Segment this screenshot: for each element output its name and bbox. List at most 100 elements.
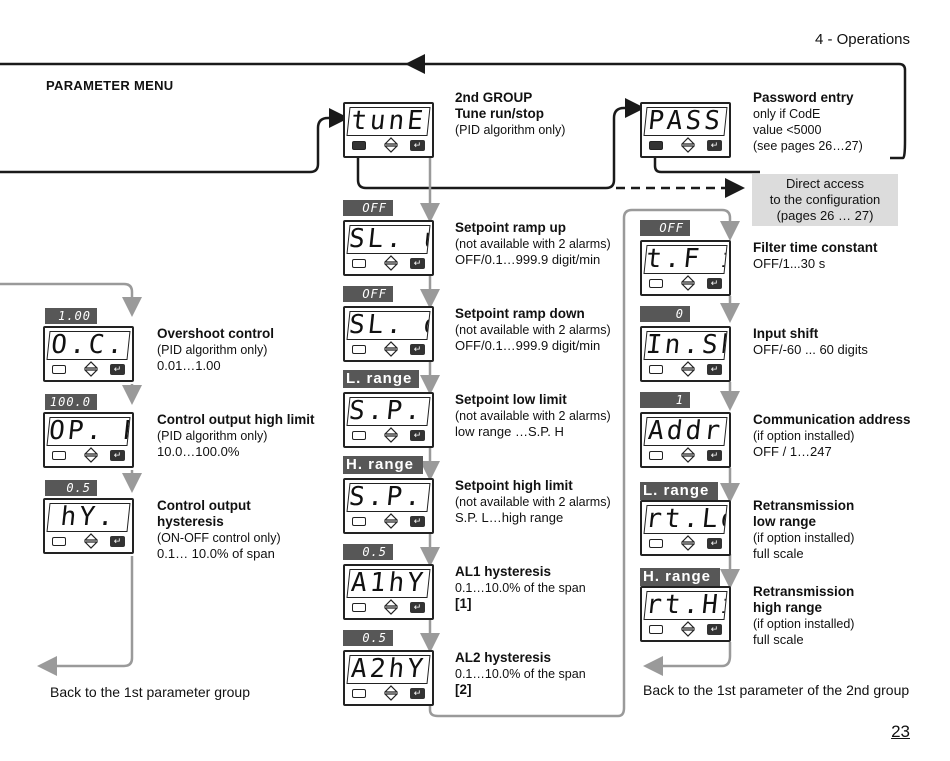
param-desc: Filter time constant OFF/1...30 s: [753, 240, 878, 272]
param-line: (if option installed): [753, 429, 855, 443]
value-tag: 0.5: [343, 544, 393, 560]
param-desc: Setpoint low limit (not available with 2…: [455, 392, 611, 440]
value-tag: 0.5: [343, 630, 393, 646]
param-line: OFF/1...30 s: [753, 256, 826, 271]
value-tag: 0.5: [45, 480, 97, 496]
param-line: OFF / 1…247: [753, 444, 832, 459]
param-line: 0.01…1.00: [157, 358, 221, 373]
lcd-display: OP. H: [46, 417, 131, 446]
up-down-icon[interactable]: [84, 533, 98, 549]
direct-access-note: Direct access to the configuration (page…: [752, 174, 898, 226]
up-down-icon[interactable]: [384, 341, 398, 357]
key-left[interactable]: [52, 451, 66, 460]
key-left[interactable]: [352, 345, 366, 354]
group-heading: 2nd GROUP: [455, 90, 533, 105]
up-down-icon[interactable]: [681, 535, 695, 551]
value-tag: 100.0: [45, 394, 97, 410]
up-down-icon[interactable]: [681, 137, 695, 153]
up-down-icon[interactable]: [384, 427, 398, 443]
up-down-icon[interactable]: [681, 361, 695, 377]
enter-icon[interactable]: ↵: [707, 624, 722, 635]
display-unit: hY. ↵: [43, 498, 134, 554]
key-left[interactable]: [52, 365, 66, 374]
param-line: (not available with 2 alarms): [455, 323, 611, 337]
param-line: low range …S.P. H: [455, 424, 564, 439]
lcd-display: Addr: [643, 417, 728, 446]
display-unit: rt.Hi ↵: [640, 586, 731, 642]
key-left[interactable]: [649, 625, 663, 634]
param-desc: Setpoint ramp up (not available with 2 a…: [455, 220, 611, 268]
up-down-icon[interactable]: [384, 513, 398, 529]
enter-icon[interactable]: ↵: [410, 140, 425, 151]
key-left[interactable]: [52, 537, 66, 546]
key-left[interactable]: [352, 517, 366, 526]
back-right-label: Back to the 1st parameter of the 2nd gro…: [643, 682, 910, 698]
lcd-display: PASS: [643, 107, 728, 136]
param-desc: AL1 hysteresis 0.1…10.0% of the span [1]: [455, 564, 586, 612]
key-left[interactable]: [649, 141, 663, 150]
key-left[interactable]: [352, 431, 366, 440]
param-title: AL2 hysteresis: [455, 650, 552, 665]
display-unit: S.P. H ↵: [343, 478, 434, 534]
enter-icon[interactable]: ↵: [110, 364, 125, 375]
up-down-icon[interactable]: [384, 685, 398, 701]
enter-icon[interactable]: ↵: [707, 364, 722, 375]
note-line: Direct access: [785, 176, 865, 191]
up-down-icon[interactable]: [384, 137, 398, 153]
param-desc: Input shift OFF/-60 ... 60 digits: [753, 326, 868, 358]
page-number: 23: [891, 722, 910, 741]
key-left[interactable]: [649, 365, 663, 374]
enter-icon[interactable]: ↵: [410, 344, 425, 355]
param-title: Setpoint ramp down: [455, 306, 585, 321]
enter-icon[interactable]: ↵: [410, 688, 425, 699]
param-desc: AL2 hysteresis 0.1…10.0% of the span [2]: [455, 650, 586, 698]
param-title: AL1 hysteresis: [455, 564, 552, 579]
param-title: Retransmission high range: [753, 584, 855, 615]
key-left[interactable]: [352, 259, 366, 268]
up-down-icon[interactable]: [681, 447, 695, 463]
param-line: full scale: [753, 632, 804, 647]
up-down-icon[interactable]: [84, 361, 98, 377]
display-unit: SL. u ↵: [343, 220, 434, 276]
value-tag: L. range: [640, 482, 718, 500]
up-down-icon[interactable]: [384, 255, 398, 271]
enter-icon[interactable]: ↵: [110, 536, 125, 547]
value-tag: OFF: [343, 286, 393, 302]
param-title: Setpoint low limit: [455, 392, 567, 407]
enter-icon[interactable]: ↵: [410, 430, 425, 441]
up-down-icon[interactable]: [384, 599, 398, 615]
enter-icon[interactable]: ↵: [707, 538, 722, 549]
param-title: Setpoint ramp up: [455, 220, 566, 235]
lcd-display: S.P. L: [346, 397, 431, 426]
param-desc: Setpoint ramp down (not available with 2…: [455, 306, 611, 354]
key-left[interactable]: [352, 603, 366, 612]
up-down-icon[interactable]: [681, 621, 695, 637]
display-unit: A1hY ↵: [343, 564, 434, 620]
display-unit: PASS ↵: [640, 102, 731, 158]
key-left[interactable]: [352, 689, 366, 698]
enter-icon[interactable]: ↵: [707, 278, 722, 289]
param-line: S.P. L…high range: [455, 510, 564, 525]
param-line: (PID algorithm only): [157, 429, 268, 443]
note-line: (pages 26 … 27): [776, 208, 874, 223]
key-left[interactable]: [352, 141, 366, 150]
key-left[interactable]: [649, 279, 663, 288]
enter-icon[interactable]: ↵: [110, 450, 125, 461]
up-down-icon[interactable]: [681, 275, 695, 291]
param-line: full scale: [753, 546, 804, 561]
enter-icon[interactable]: ↵: [410, 516, 425, 527]
value-tag: 1.00: [45, 308, 97, 324]
enter-icon[interactable]: ↵: [410, 602, 425, 613]
key-left[interactable]: [649, 451, 663, 460]
display-unit: SL. d ↵: [343, 306, 434, 362]
lcd-display: hY.: [46, 503, 131, 532]
enter-icon[interactable]: ↵: [707, 140, 722, 151]
display-unit: A2hY ↵: [343, 650, 434, 706]
display-unit: OP. H ↵: [43, 412, 134, 468]
up-down-icon[interactable]: [84, 447, 98, 463]
param-line: OFF/0.1…999.9 digit/min: [455, 338, 601, 353]
enter-icon[interactable]: ↵: [410, 258, 425, 269]
enter-icon[interactable]: ↵: [707, 450, 722, 461]
key-left[interactable]: [649, 539, 663, 548]
lcd-display: SL. u: [346, 225, 431, 254]
